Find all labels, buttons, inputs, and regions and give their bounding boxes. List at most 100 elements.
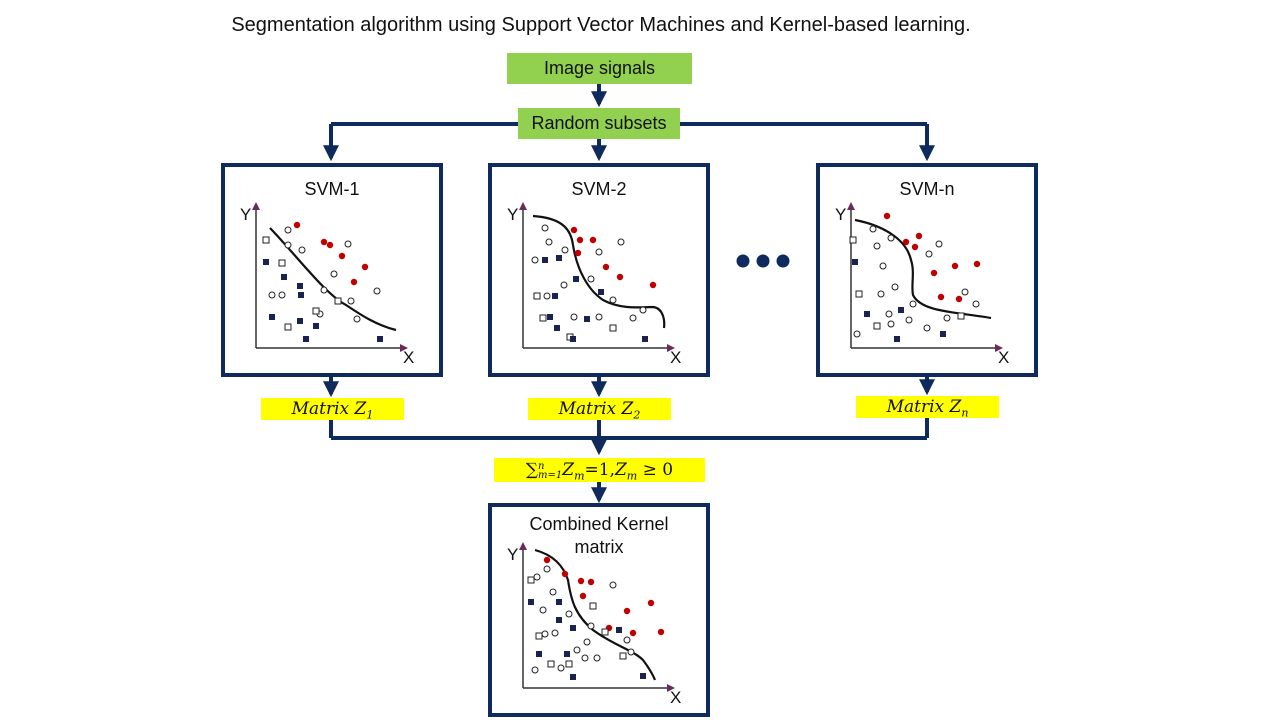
filled-square-point [542,257,548,263]
x-axis-arrowhead [995,344,1003,352]
filled-square-point [640,673,646,679]
red-point [915,232,923,240]
filled-square-point [570,625,576,631]
red-point [338,252,346,260]
hollow-circle-point [587,622,595,630]
hollow-circle-point [284,241,292,249]
hollow-circle-point [873,242,881,250]
hollow-circle-point [587,275,595,283]
decision-boundary [532,214,666,329]
y-axis-label: Y [507,545,518,564]
x-axis-arrowhead [667,344,675,352]
decision-boundary [854,218,992,320]
hollow-circle-point [887,320,895,328]
x-axis-arrowhead [400,344,408,352]
hollow-circle-point [891,283,899,291]
y-axis-arrowhead [519,542,527,550]
filled-square-point [536,651,542,657]
ellipsis-dot [776,254,790,268]
red-point [902,238,910,246]
y-axis-label: Y [835,205,846,224]
red-point [579,592,587,600]
filled-square-point [852,259,858,265]
y-axis-label: Y [507,205,518,224]
hollow-circle-point [344,240,352,248]
hollow-circle-point [887,234,895,242]
x-axis-arrowhead [667,684,675,692]
matrix-z2-sub: 2 [633,408,641,422]
combined-kernel-title-line2: matrix [574,537,624,557]
hollow-circle-point [330,270,338,278]
filled-square-point [297,283,303,289]
matrix-z1-base: Matrix Z [291,399,367,419]
hollow-circle-point [543,565,551,573]
x-axis-label: X [998,348,1009,366]
hollow-square-point [284,323,292,331]
filled-square-point [298,292,304,298]
hollow-square-point [547,660,555,668]
hollow-circle-point [617,238,625,246]
red-point [561,570,569,578]
red-point [955,295,963,303]
red-point [543,556,551,564]
hollow-circle-point [543,292,551,300]
filled-square-point [642,336,648,342]
hollow-circle-point [531,256,539,264]
constraint-z2sub: m [626,469,638,483]
red-point [616,273,624,281]
decision-boundary [269,227,397,332]
hollow-square-point [849,236,857,244]
hollow-circle-point [609,296,617,304]
hollow-square-point [527,576,535,584]
filled-square-point [297,318,303,324]
red-point [657,628,665,636]
red-point [951,262,959,270]
hollow-square-point [957,312,965,320]
constraint-zsub: m [574,469,585,483]
hollow-circle-point [531,666,539,674]
red-point [647,599,655,607]
filled-square-point [573,276,579,282]
hollow-circle-point [877,290,885,298]
hollow-circle-point [278,291,286,299]
y-axis-arrowhead [519,202,527,210]
hollow-square-point [334,297,342,305]
matrix-z1-label: Matrix Z1 [261,398,404,422]
hollow-square-point [855,290,863,298]
filled-square-point [263,259,269,265]
hollow-square-point [565,660,573,668]
hollow-circle-point [541,630,549,638]
filled-square-point [556,255,562,261]
svm-box-1-title: SVM-1 [304,179,360,199]
hollow-circle-point [320,286,328,294]
hollow-circle-point [869,225,877,233]
combined-plot: YX [507,542,681,706]
hollow-circle-point [347,297,355,305]
ellipsis-dot [736,254,750,268]
constraint-eq: =1, [584,460,615,480]
hollow-square-point [278,259,286,267]
hollow-circle-point [268,291,276,299]
matrix-z1-sub: 1 [366,408,374,422]
y-axis-arrowhead [847,202,855,210]
x-axis-label: X [670,688,681,706]
diagram-title: Segmentation algorithm using Support Vec… [231,14,971,36]
ellipsis-dot [756,254,770,268]
hollow-circle-point [879,262,887,270]
hollow-circle-point [570,313,578,321]
hollow-circle-point [560,281,568,289]
hollow-circle-point [639,306,647,314]
red-point [911,243,919,251]
hollow-circle-point [557,664,565,672]
hollow-circle-point [581,654,589,662]
constraint-sum: ∑ [525,460,539,480]
red-point [883,212,891,220]
red-point [930,269,938,277]
red-point [293,221,301,229]
matrix-zn-base: Matrix Z [886,397,962,417]
random-subsets-label: Random subsets [531,113,667,133]
red-point [602,263,610,271]
filled-square-point [564,651,570,657]
hollow-circle-point [629,314,637,322]
hollow-circle-point [549,588,557,596]
